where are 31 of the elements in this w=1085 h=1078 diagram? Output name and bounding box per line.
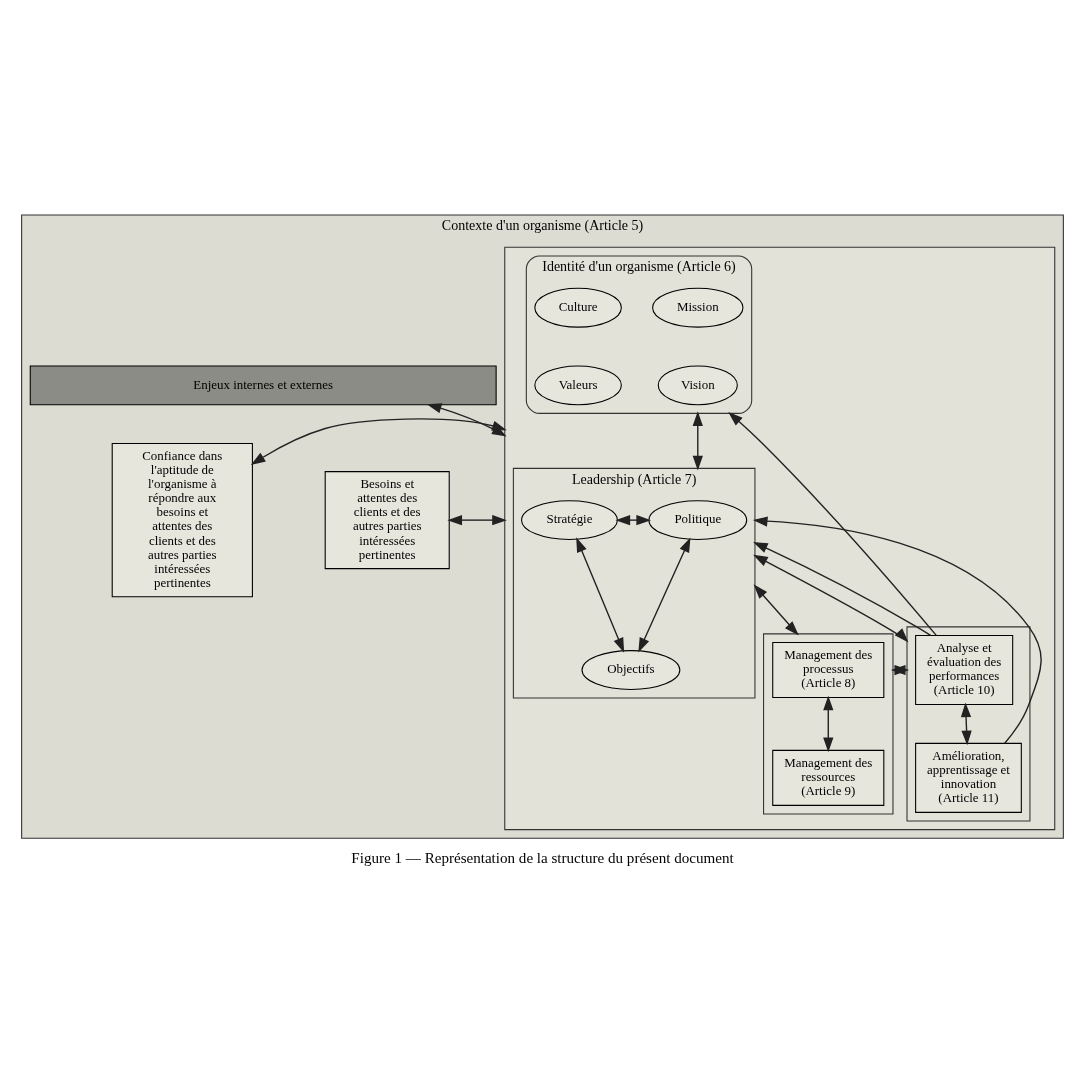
cluster <box>504 246 1056 831</box>
node-box: Management des ressources (Article 9) <box>772 749 885 806</box>
arrow <box>823 695 834 753</box>
arrow <box>890 664 910 676</box>
node-box: Analyse et évaluation des performances (Article 10) <box>915 635 1014 706</box>
cluster <box>906 626 1031 822</box>
arrow <box>615 515 652 526</box>
node-ellipse: Mission <box>652 287 744 328</box>
arrow <box>753 554 909 643</box>
caption: Figure 1 — Représentation de la structure du présent document <box>351 850 734 867</box>
arrow <box>753 541 932 637</box>
node-box: Management des processus (Article 8) <box>772 642 885 699</box>
node-ellipse: Politique <box>648 500 748 541</box>
arrow <box>638 537 691 653</box>
node-box: Amélioration, apprentissage et innovation (Article 11) <box>915 742 1022 813</box>
node-ellipse: Stratégie <box>521 500 618 541</box>
node-box: Besoins et attentes des clients et des autres parties intéressées pertinentes <box>324 471 450 570</box>
arrow <box>728 411 937 637</box>
cluster <box>763 633 894 815</box>
node-ellipse: Vision <box>657 365 738 406</box>
arrow <box>692 411 703 471</box>
node-ellipse: Objectifs <box>581 650 681 690</box>
arrow <box>576 537 625 653</box>
arrow <box>752 516 1042 744</box>
node-ellipse: Valeurs <box>534 365 622 406</box>
arrow <box>960 702 972 746</box>
arrow <box>447 515 507 526</box>
node-box: Enjeux internes et externes <box>29 365 497 406</box>
node-ellipse: Culture <box>534 287 622 328</box>
arrow <box>753 584 799 636</box>
node-box: Confiance dans l'aptitude de l'organisme à répondre aux besoins et attentes des clients et des autres parties intéressées pertinentes <box>111 443 253 598</box>
